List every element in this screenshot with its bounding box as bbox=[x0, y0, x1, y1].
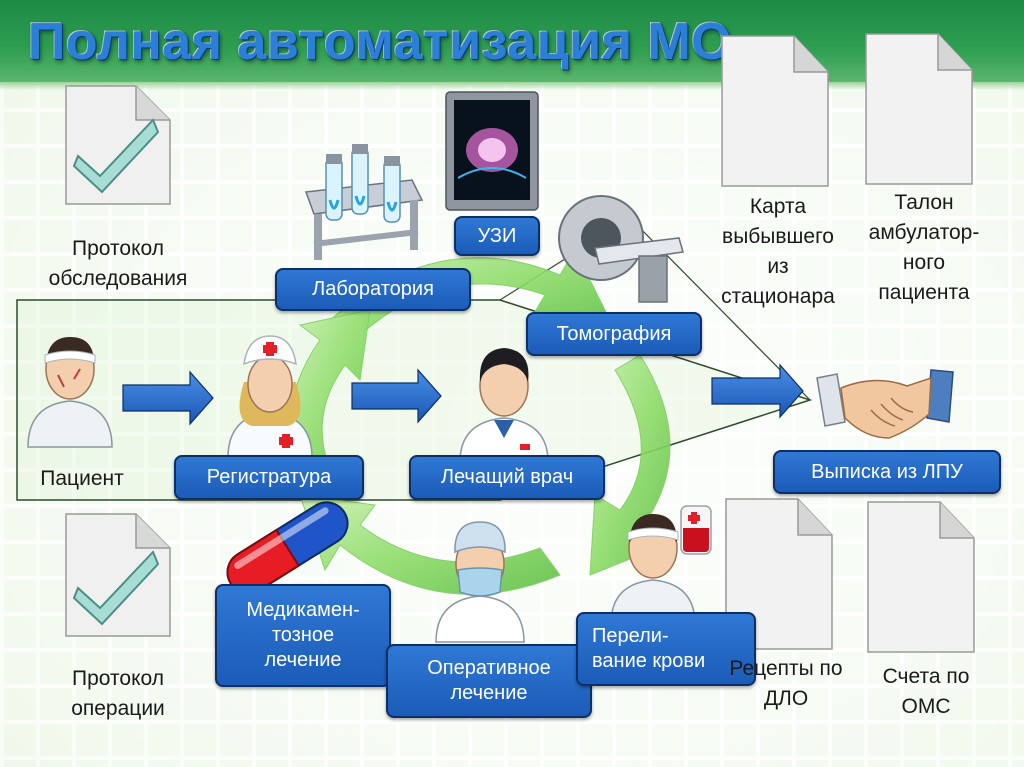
page-title: Полная автоматизация МО bbox=[28, 13, 733, 71]
transfusion-patient-icon bbox=[610, 505, 712, 625]
handshake-icon bbox=[816, 369, 954, 439]
nurse-icon bbox=[227, 335, 313, 459]
blank-document-icon bbox=[721, 35, 829, 187]
surgeon-icon bbox=[435, 521, 525, 643]
blank-document-icon bbox=[867, 501, 975, 653]
label-uzi: УЗИ bbox=[454, 216, 540, 256]
caption-discharge-card: Карта выбывшего из стационара bbox=[721, 195, 835, 309]
checked-document-icon bbox=[65, 513, 171, 637]
caption-operation-protocol: Протокол операции bbox=[71, 667, 165, 721]
caption-outpatient-ticket: Талон амбулатор- ного пациента bbox=[868, 191, 980, 305]
label-discharge: Выписка из ЛПУ bbox=[773, 450, 1001, 494]
flow-arrow-patient-to-registry bbox=[122, 370, 214, 426]
pill-capsule-icon bbox=[226, 501, 349, 595]
cycle-arrow-right bbox=[589, 354, 671, 576]
label-registry: Регистратура bbox=[174, 455, 364, 500]
label-attending-doctor: Лечащий врач bbox=[409, 455, 605, 500]
flow-arrow-registry-to-doctor bbox=[351, 368, 442, 424]
caption-prescriptions: Рецепты по ДЛО bbox=[729, 657, 843, 711]
caption-patient: Пациент bbox=[40, 467, 124, 490]
label-tomography: Томография bbox=[526, 312, 702, 356]
label-laboratory: Лаборатория bbox=[275, 268, 471, 311]
label-surgery: Оперативное лечение bbox=[386, 644, 592, 718]
label-drug-treatment: Медикамен- тозное лечение bbox=[215, 584, 391, 687]
caption-oms-invoices: Счета по ОМС bbox=[882, 665, 970, 719]
ct-scanner-icon bbox=[558, 195, 684, 303]
ultrasound-monitor-icon bbox=[445, 91, 539, 211]
blank-document-icon bbox=[725, 498, 833, 650]
caption-exam-protocol: Протокол обследования bbox=[48, 237, 188, 291]
flow-arrow-to-discharge bbox=[711, 363, 804, 419]
patient-icon bbox=[27, 337, 113, 448]
banner-stripe bbox=[0, 82, 1024, 90]
checked-document-icon bbox=[65, 85, 171, 205]
label-transfusion: Перели- вание крови bbox=[576, 612, 756, 686]
doctor-icon bbox=[459, 348, 549, 463]
blank-document-icon bbox=[865, 33, 973, 185]
title-banner bbox=[0, 0, 1024, 82]
lab-test-tubes-icon bbox=[304, 144, 424, 260]
